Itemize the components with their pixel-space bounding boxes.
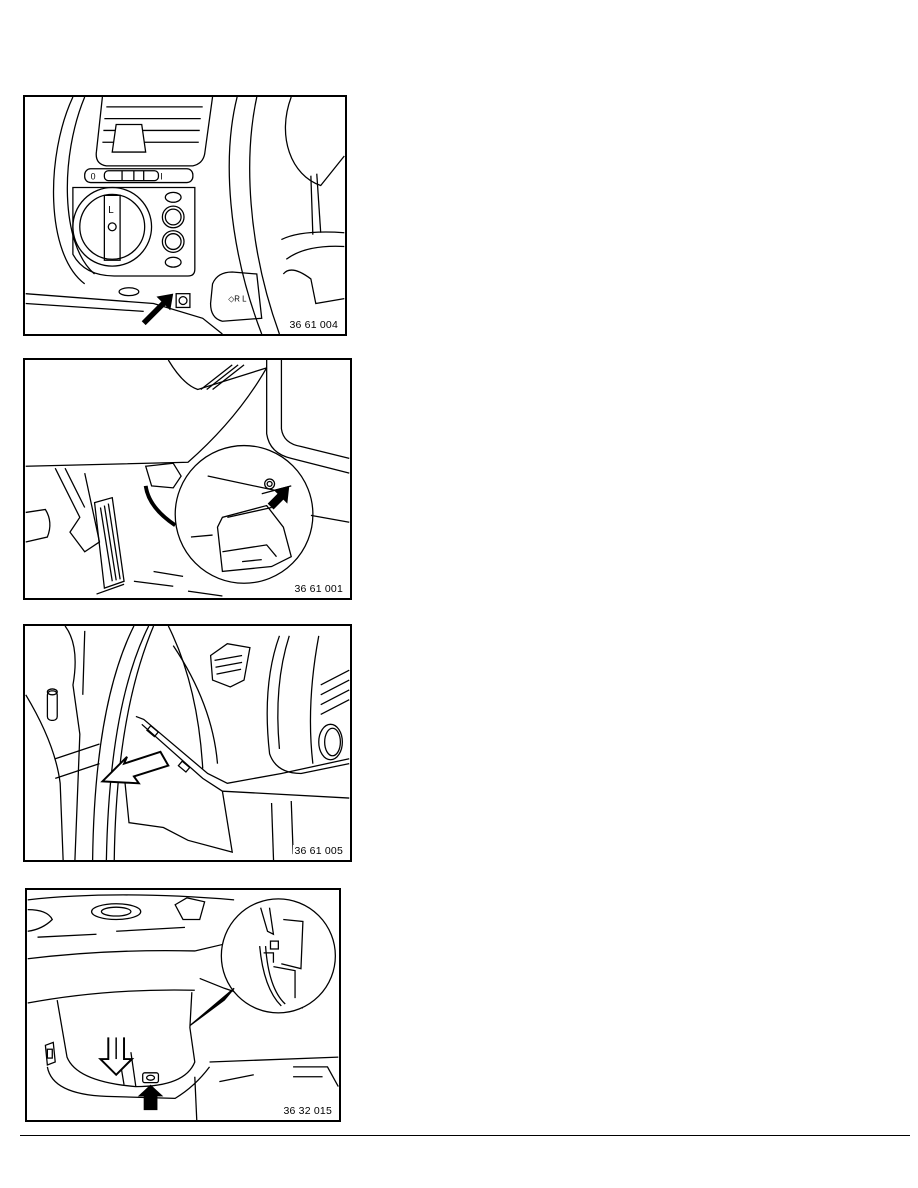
svg-text:◇R L: ◇R L — [228, 295, 247, 304]
figure-label: 36 61 005 — [293, 845, 344, 857]
figure-36-32-015: 36 32 015 — [25, 888, 341, 1122]
magnifier-inset-icon — [220, 898, 336, 1014]
figure-label: 36 61 004 — [288, 319, 339, 331]
solid-arrow-icon — [267, 485, 290, 510]
footwell-pedals-illustration — [25, 360, 350, 597]
steering-column-shroud-illustration — [27, 894, 339, 1120]
lower-dash-trim-panel-illustration — [25, 626, 350, 860]
solid-arrow-icon — [141, 293, 174, 326]
figure-36-61-004: 0 I L ◇R L — [23, 95, 347, 336]
hollow-arrow-icon — [100, 750, 170, 785]
footer-rule — [20, 1135, 910, 1136]
figure-36-61-001: 36 61 001 — [23, 358, 352, 600]
figure-label: 36 32 015 — [282, 1105, 333, 1117]
svg-text:L: L — [108, 205, 114, 216]
figure-label: 36 61 001 — [293, 583, 344, 595]
svg-text:I: I — [160, 172, 162, 182]
figure-36-61-005: 36 61 005 — [23, 624, 352, 862]
svg-text:0: 0 — [91, 172, 96, 182]
magnifier-inset-icon — [174, 444, 314, 584]
text-column-empty — [370, 95, 890, 1125]
solid-arrow-icon — [137, 1084, 164, 1111]
dashboard-light-switch-illustration: 0 I L ◇R L — [25, 97, 345, 334]
